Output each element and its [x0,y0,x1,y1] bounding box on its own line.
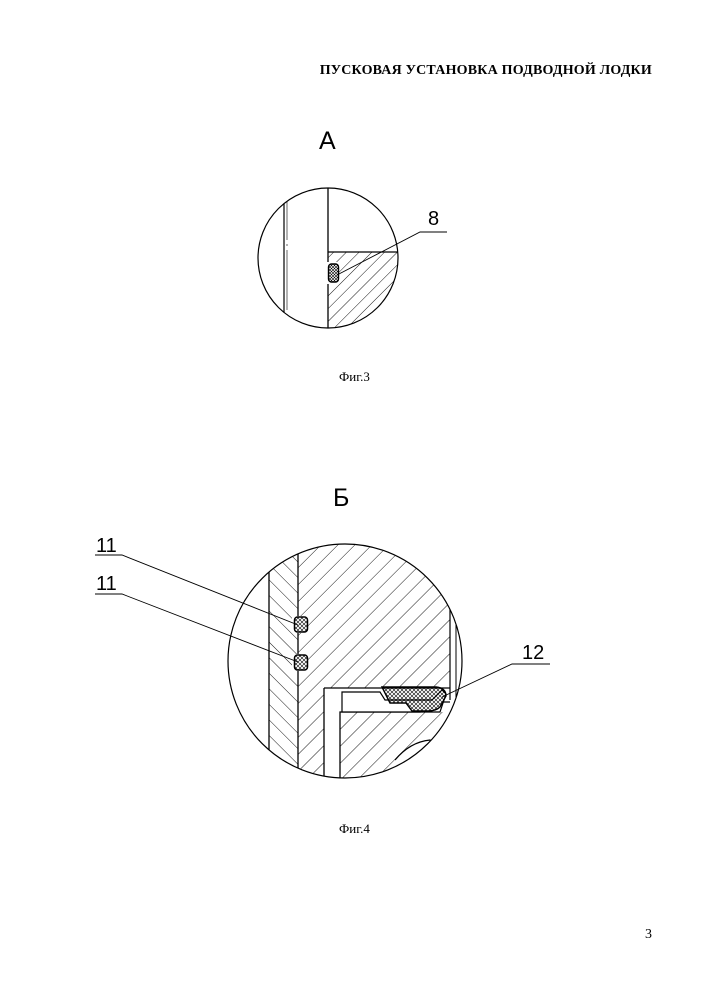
leader-line-11-upper [95,555,298,625]
page-number: 3 [645,927,652,943]
figure-4-section [269,540,456,790]
lower-body-hatched [340,712,450,790]
seal-ring-11-lower [295,655,308,670]
figure-4-caption: Фиг.4 [339,822,370,835]
leader-line-11-lower [95,594,298,662]
